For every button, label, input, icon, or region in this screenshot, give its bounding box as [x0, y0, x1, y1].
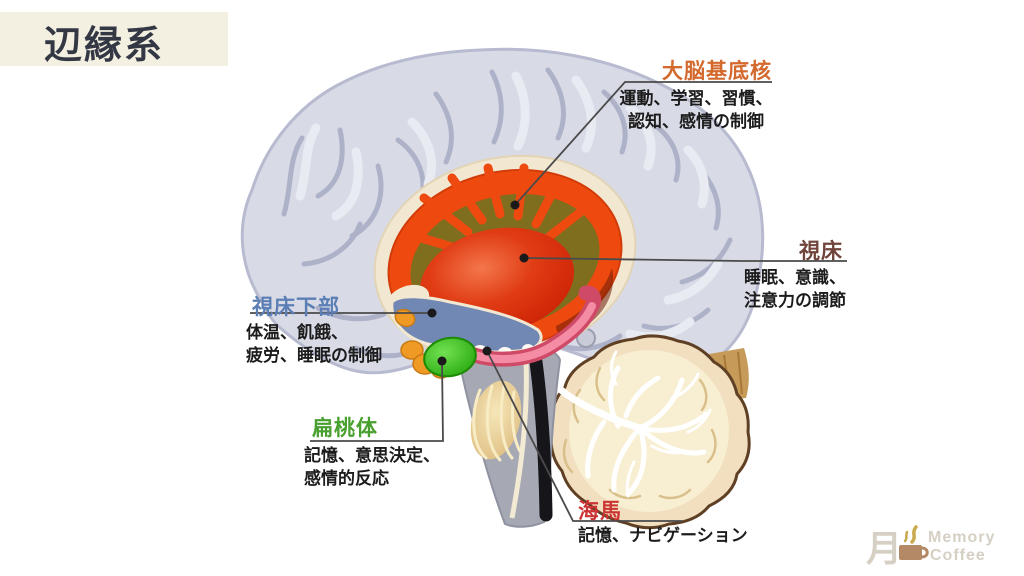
limbic-structures — [373, 154, 637, 379]
leader-amygdala — [310, 361, 444, 442]
leader-thalamus — [523, 257, 847, 262]
coffee-steam-icon — [903, 525, 918, 544]
coffee-cup-icon — [899, 545, 929, 560]
title-box: 辺縁系 — [0, 12, 228, 67]
fourth-ventricle — [529, 355, 553, 522]
desc-amygdala: 記憶、意思決定、 感情的反応 — [304, 446, 440, 488]
label-thalamus: 視床 — [799, 240, 843, 263]
leader-hippocampus — [486, 350, 682, 522]
label-hippocampus: 海馬 — [578, 500, 622, 523]
brain-kanji-radical: 月 — [866, 528, 902, 569]
logo-coffee-text: Coffee — [930, 547, 986, 564]
slide-title: 辺縁系 — [44, 25, 165, 67]
desc-thalamus: 睡眠、意識、 注意力の調節 — [744, 268, 846, 310]
label-basal-ganglia: 大脳基底核 — [662, 60, 772, 83]
amygdala-body — [423, 336, 477, 378]
annotation-dots — [427, 200, 529, 366]
leader-basal-ganglia — [514, 81, 772, 206]
logo-memory-text: Memory — [928, 529, 995, 546]
pons — [470, 380, 522, 460]
label-amygdala: 扁桃体 — [312, 417, 378, 440]
annotations — [250, 81, 847, 522]
desc-hippocampus: 記憶、ナビゲーション — [578, 526, 748, 545]
label-hypothalamus: 視床下部 — [252, 296, 340, 319]
memory-coffee-logo: 月 Memory Coffee — [866, 525, 995, 569]
desc-basal-ganglia: 運動、学習、習慣、 認知、感情の制御 — [619, 89, 773, 131]
desc-hypothalamus: 体温、飢餓、 疲労、睡眠の制御 — [246, 323, 382, 365]
